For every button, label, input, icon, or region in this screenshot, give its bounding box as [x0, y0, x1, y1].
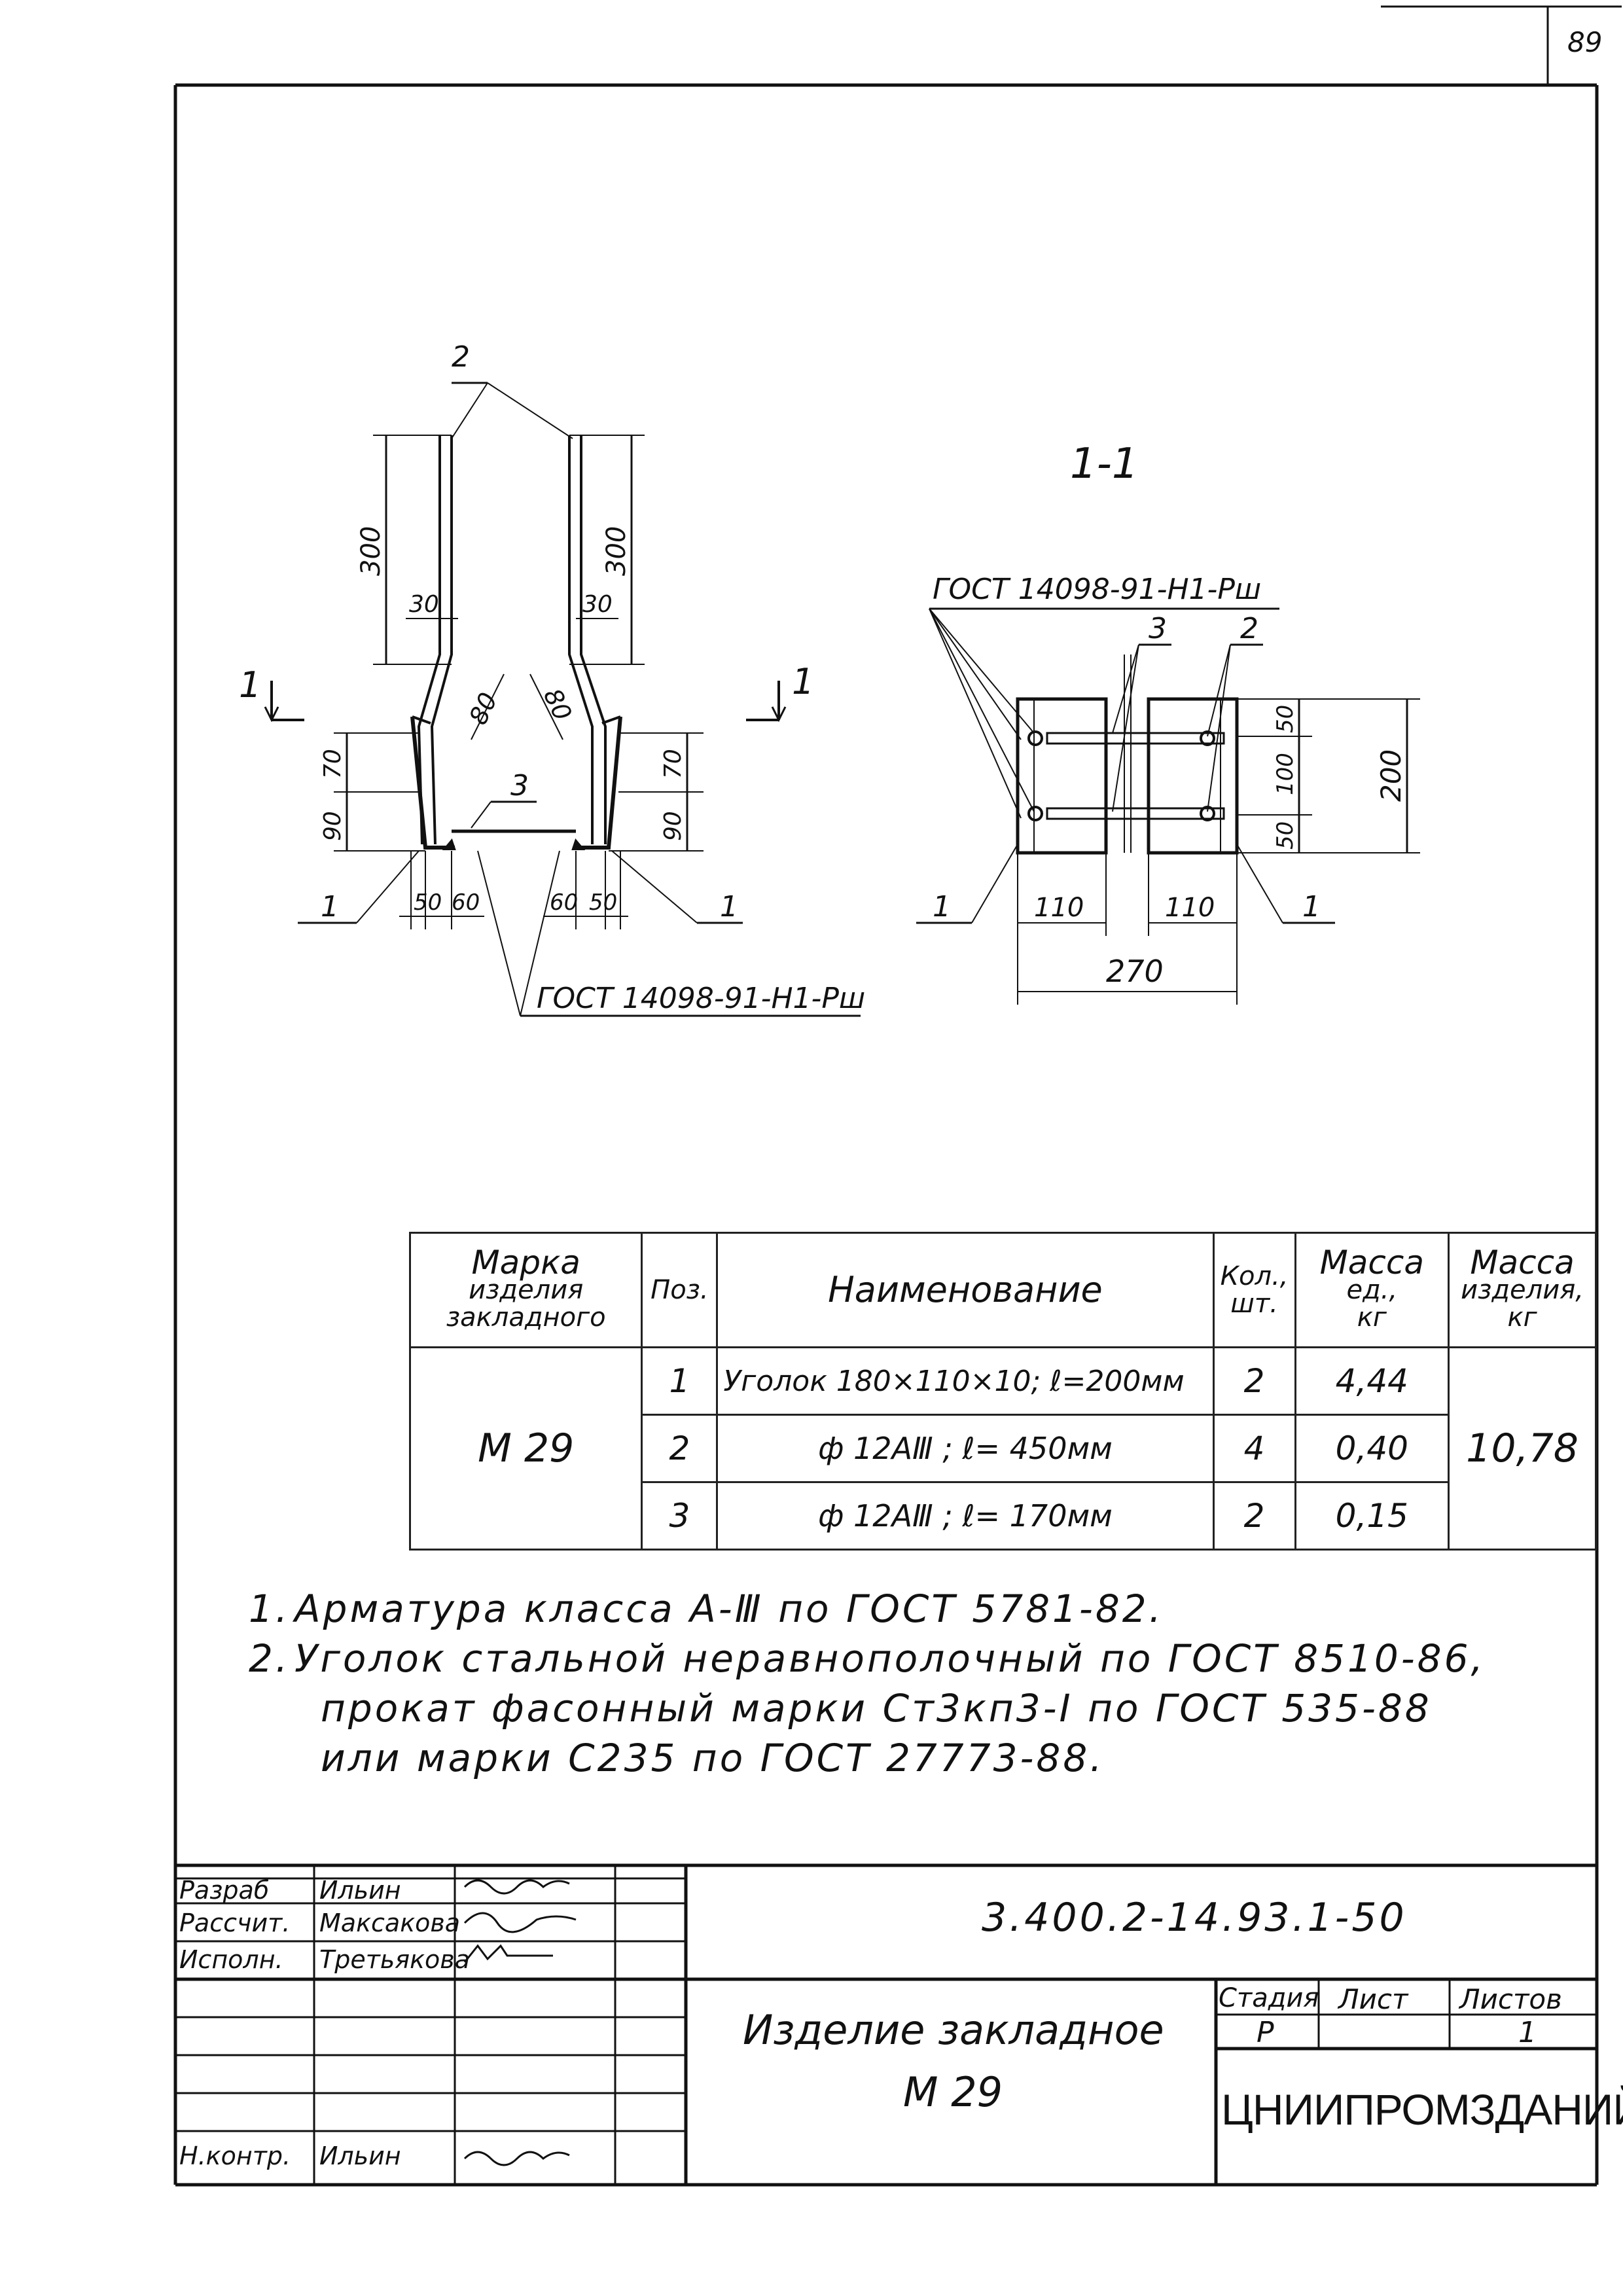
page-number: 89: [1567, 26, 1603, 58]
cell-qty: 4: [1212, 1414, 1296, 1483]
dim-100: 100: [1272, 753, 1298, 795]
note-2-line-2: прокат фасонный марки Ст3кп3-Ⅰ по ГОСТ 5…: [321, 1686, 1432, 1731]
dim-80-right: 80: [538, 684, 577, 725]
product-mark: М 29: [903, 2068, 1003, 2116]
cell-pos: 2: [641, 1414, 719, 1483]
dim-90-right: 90: [660, 811, 687, 841]
name-calculator: Максакова: [319, 1909, 461, 1937]
dim-60-right: 60: [550, 889, 578, 916]
dim-110-right: 110: [1165, 893, 1215, 923]
note-2: 2.Уголок стальной неравнополочный по ГОС…: [249, 1636, 1486, 1681]
dim-70-left: 70: [319, 749, 346, 779]
table-row: 3 ф 12АⅢ ; ℓ= 170мм 2 0,15: [410, 1481, 1596, 1551]
gost-weld-label-left: ГОСТ 14098-91-Н1-Рш: [537, 982, 865, 1015]
pos-2-label-right: 2: [1240, 612, 1258, 645]
dim-60-left: 60: [452, 889, 480, 916]
dim-50-left: 50: [414, 889, 442, 916]
header-unit-mass: Масса ед., кг: [1294, 1232, 1450, 1348]
pos-1-label-right-b: 1: [1302, 890, 1321, 924]
section-title: 1-1: [1070, 440, 1139, 488]
note-1: 1.Арматура класса А-Ⅲ по ГОСТ 5781-82.: [249, 1587, 1164, 1631]
cell-qty: 2: [1212, 1346, 1296, 1416]
dim-200: 200: [1375, 749, 1407, 802]
dim-80-left: 80: [463, 688, 503, 728]
dim-30-right: 30: [582, 591, 613, 618]
pos-3-label-left: 3: [510, 769, 529, 802]
cell-mass: 0,15: [1294, 1481, 1450, 1551]
sheet-label: Лист: [1338, 1983, 1408, 2015]
header-pos: Поз.: [641, 1232, 719, 1348]
pos-3-label-right: 3: [1149, 612, 1167, 645]
dim-110-left: 110: [1034, 893, 1084, 923]
cell-pos: 3: [641, 1481, 719, 1551]
cell-qty: 2: [1212, 1481, 1296, 1551]
pos-2-label-left: 2: [452, 340, 470, 374]
cell-mark: М 29: [408, 1346, 643, 1551]
sheets-label: Листов: [1459, 1983, 1562, 2015]
dim-50-top: 50: [1272, 705, 1298, 733]
pos-1-label-right-a: 1: [933, 890, 951, 924]
cell-pos: 1: [641, 1346, 719, 1416]
dim-50-bottom: 50: [1272, 821, 1298, 850]
cell-mass: 0,40: [1294, 1414, 1450, 1483]
gost-weld-label-right: ГОСТ 14098-91-Н1-Рш: [933, 573, 1261, 606]
header-name: Наименование: [716, 1232, 1215, 1348]
product-name: Изделие закладное: [743, 2006, 1164, 2054]
cell-mass: 4,44: [1294, 1346, 1450, 1416]
role-executor: Исполн.: [179, 1945, 283, 1974]
title-block-grid: [175, 1863, 1597, 2185]
notes: 1.Арматура класса А-Ⅲ по ГОСТ 5781-82. 2…: [249, 1584, 1597, 1783]
sheet-frame: [173, 5, 1622, 2187]
dim-30-left: 30: [409, 591, 439, 618]
dim-70-right: 70: [660, 749, 687, 779]
name-developer: Ильин: [319, 1876, 401, 1905]
specification-table: Марка изделия закладного Поз. Наименован…: [408, 1232, 1597, 1551]
table-row: М 29 1 Уголок 180×110×10; ℓ=200мм 2 4,44…: [408, 1346, 1597, 1551]
dim-270: 270: [1106, 954, 1164, 989]
organization-name: ЦНИИПРОМЗДАНИЙ: [1221, 2085, 1623, 2134]
section-marker-right: 1: [792, 661, 814, 702]
dim-50-right: 50: [589, 889, 617, 916]
table-header-row: Марка изделия закладного Поз. Наименован…: [408, 1232, 1597, 1348]
dim-300-right: 300: [601, 526, 632, 576]
role-developer: Разраб: [179, 1876, 270, 1905]
left-view: [264, 382, 861, 1017]
section-marker-left: 1: [239, 664, 261, 706]
header-qty: Кол., шт.: [1212, 1232, 1296, 1348]
pos-1-label-left-a: 1: [321, 890, 339, 924]
stage-label: Стадия: [1219, 1983, 1319, 2013]
cell-item-mass: 10,78: [1448, 1346, 1597, 1551]
cell-name: ф 12АⅢ ; ℓ= 450мм: [716, 1414, 1215, 1483]
role-norm-control: Н.контр.: [179, 2142, 291, 2170]
header-mark: Марка изделия закладного: [408, 1232, 643, 1348]
dim-300-left: 300: [356, 526, 386, 576]
pos-1-label-left-b: 1: [720, 890, 738, 924]
signatures: [463, 1879, 577, 2166]
note-2-line-3: или марки С235 по ГОСТ 27773-88.: [321, 1736, 1105, 1780]
cell-name: Уголок 180×110×10; ℓ=200мм: [716, 1346, 1215, 1416]
sheets-value: 1: [1518, 2016, 1537, 2049]
document-code: 3.400.2-14.93.1-50: [982, 1895, 1407, 1941]
section-view: [916, 607, 1420, 1005]
dim-90-left: 90: [319, 811, 346, 841]
name-executor: Третьякова: [319, 1945, 470, 1974]
cell-name: ф 12АⅢ ; ℓ= 170мм: [716, 1481, 1215, 1551]
table-row: 2 ф 12АⅢ ; ℓ= 450мм 4 0,40: [410, 1414, 1596, 1483]
name-norm-control: Ильин: [319, 2142, 401, 2170]
header-item-mass: Масса изделия, кг: [1448, 1232, 1597, 1348]
stage-value: Р: [1257, 2016, 1274, 2049]
role-calculator: Рассчит.: [179, 1909, 291, 1937]
